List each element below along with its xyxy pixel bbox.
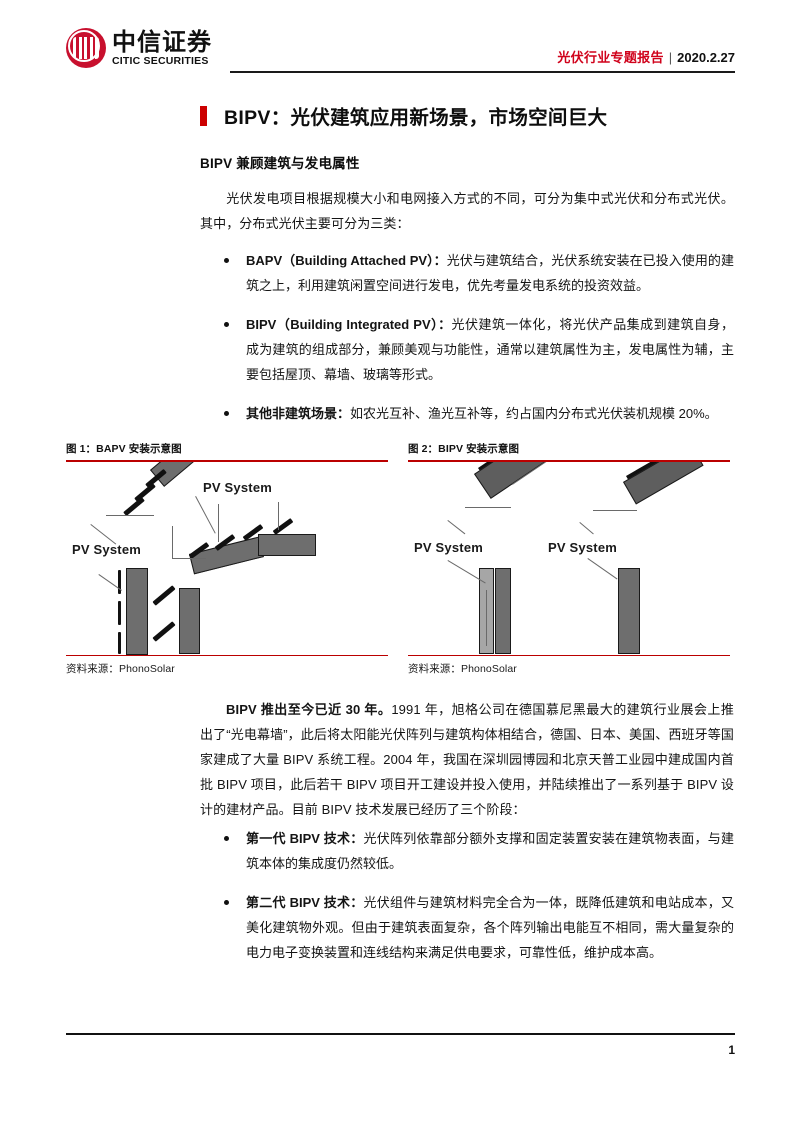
citic-logo: 中信证券 CITIC SECURITIES: [66, 28, 212, 68]
pv-system-label: PV System: [203, 479, 273, 495]
bullet-lead: BIPV（Building Integrated PV）：: [246, 317, 452, 332]
bullet-text: 光伏建筑一体化，将光伏产品集成到建筑自身，成为建筑的组成部分，兼顾美观与功能性，…: [246, 317, 734, 382]
leader-line: [587, 557, 618, 579]
list-item: 第一代 BIPV 技术：光伏阵列依靠部分额外支撑和固定装置安装在建筑物表面，与建…: [200, 826, 734, 876]
list-item: BAPV（Building Attached PV）：光伏与建筑结合，光伏系统安…: [200, 248, 734, 298]
bullet-lead: BAPV（Building Attached PV）：: [246, 253, 447, 268]
leader-line: [172, 557, 206, 559]
figure-bipv: 图 2：BIPV 安装示意图 PV System: [408, 441, 730, 676]
bullet-text: 光伏与建筑结合，光伏系统安装在已投入使用的建筑之上，利用建筑闲置空间进行发电，优…: [246, 253, 734, 293]
wall-slat: [118, 631, 121, 654]
history-text: 1991 年，旭格公司在德国慕尼黑最大的建筑行业展会上推出了“光电幕墙”，此后将…: [200, 702, 734, 817]
leader-line: [278, 501, 279, 530]
figure-2-canvas: PV System PV System: [408, 461, 730, 655]
integrated-roof-left: [474, 461, 571, 499]
pv-slat: [152, 584, 176, 606]
bullet-text: 如农光互补、渔光互补等，约占国内分布式光伏装机规模 20%。: [350, 406, 718, 421]
leader-line: [579, 521, 594, 534]
figure-2-top-rule: [408, 460, 730, 462]
intro-block: 光伏发电项目根据规模大小和电网接入方式的不同，可分为集中式光伏和分布式光伏。其中…: [200, 186, 734, 236]
figures-row: 图 1：BAPV 安装示意图 PV System: [66, 441, 730, 676]
leader-line: [593, 509, 637, 511]
bullet-text: 光伏组件与建筑材料完全合为一体，既降低建筑和电站成本，又美化建筑物外观。但由于建…: [246, 895, 734, 960]
leader-line: [106, 514, 154, 516]
header-date: 2020.2.27: [677, 50, 735, 65]
list-item: BIPV（Building Integrated PV）：光伏建筑一体化，将光伏…: [200, 312, 734, 387]
wall-slat: [118, 600, 121, 625]
figure-2-title: 图 2：BIPV 安装示意图: [408, 443, 520, 455]
wall-panel-left: [126, 567, 148, 655]
bottom-bullet-list: 第一代 BIPV 技术：光伏阵列依靠部分额外支撑和固定装置安装在建筑物表面，与建…: [200, 826, 734, 965]
page-header: 中信证券 CITIC SECURITIES 光伏行业专题报告 | 2020.2.…: [0, 0, 793, 78]
list-item: 第二代 BIPV 技术：光伏组件与建筑材料完全合为一体，既降低建筑和电站成本，又…: [200, 890, 734, 965]
roof-panel-flat: [258, 533, 316, 556]
bottom-bullets-block: 第一代 BIPV 技术：光伏阵列依靠部分额外支撑和固定装置安装在建筑物表面，与建…: [200, 826, 734, 979]
wall-panel-right: [179, 587, 200, 654]
pv-system-label: PV System: [72, 541, 142, 557]
footer-divider: [66, 1033, 735, 1035]
pv-system-label: PV System: [548, 539, 618, 555]
bullet-lead: 其他非建筑场景：: [246, 406, 351, 421]
header-separator: |: [668, 50, 673, 65]
header-divider: [230, 71, 735, 73]
figure-2-bottom-rule: [408, 654, 730, 656]
pv-slat: [272, 517, 294, 535]
bullet-lead: 第一代 BIPV 技术：: [246, 831, 364, 846]
integrated-roof-right: [623, 461, 704, 505]
leader-line: [218, 503, 219, 542]
page-title: BIPV：光伏建筑应用新场景，市场空间巨大: [224, 107, 608, 129]
bullet-lead: 第二代 BIPV 技术：: [246, 895, 364, 910]
integrated-wall-right: [618, 567, 640, 654]
intro-paragraph: 光伏发电项目根据规模大小和电网接入方式的不同，可分为集中式光伏和分布式光伏。其中…: [200, 186, 734, 236]
figure-1-title: 图 1：BAPV 安装示意图: [66, 443, 182, 455]
list-item: 其他非建筑场景：如农光互补、渔光互补等，约占国内分布式光伏装机规模 20%。: [200, 401, 734, 426]
wall-inner-line: [486, 589, 487, 646]
figure-1-canvas: PV System PV System: [66, 461, 388, 655]
title-accent-bar: [200, 105, 207, 126]
wall-slat: [118, 569, 121, 594]
subheading: BIPV 兼顾建筑与发电属性: [200, 156, 360, 171]
header-report-category: 光伏行业专题报告: [557, 50, 664, 65]
logo-chinese-name: 中信证券: [112, 26, 212, 56]
figure-1-bottom-rule: [66, 654, 388, 656]
header-meta: 光伏行业专题报告 | 2020.2.27: [557, 47, 735, 66]
figure-bapv: 图 1：BAPV 安装示意图 PV System: [66, 441, 388, 676]
figure-1-source: 资料来源：PhonoSolar: [66, 663, 175, 675]
pv-slat: [152, 620, 176, 642]
section-title-row: BIPV：光伏建筑应用新场景，市场空间巨大: [200, 101, 607, 130]
intro-paragraph-text: 光伏发电项目根据规模大小和电网接入方式的不同，可分为集中式光伏和分布式光伏。其中…: [200, 191, 734, 231]
integrated-wall-left: [495, 567, 511, 654]
logo-english-name: CITIC SECURITIES: [112, 54, 209, 67]
leader-line: [465, 506, 511, 508]
citic-logo-mark-icon: [66, 28, 106, 68]
leader-line: [447, 519, 466, 534]
history-paragraph: BIPV 推出至今已近 30 年。1991 年，旭格公司在德国慕尼黑最大的建筑行…: [200, 697, 734, 822]
bullet-text: 光伏阵列依靠部分额外支撑和固定装置安装在建筑物表面，与建筑本体的集成度仍然较低。: [246, 831, 734, 871]
top-bullet-list: BAPV（Building Attached PV）：光伏与建筑结合，光伏系统安…: [200, 248, 734, 426]
leader-line: [172, 525, 173, 559]
history-block: BIPV 推出至今已近 30 年。1991 年，旭格公司在德国慕尼黑最大的建筑行…: [200, 697, 734, 822]
leader-line: [195, 495, 216, 534]
figure-2-source: 资料来源：PhonoSolar: [408, 663, 517, 675]
history-lead: BIPV 推出至今已近 30 年。: [226, 702, 392, 717]
page-number: 1: [728, 1043, 735, 1057]
citic-logo-text: 中信证券 CITIC SECURITIES: [112, 26, 212, 67]
pv-system-label: PV System: [414, 539, 484, 555]
top-bullets-block: BAPV（Building Attached PV）：光伏与建筑结合，光伏系统安…: [200, 248, 734, 440]
figure-1-top-rule: [66, 460, 388, 462]
